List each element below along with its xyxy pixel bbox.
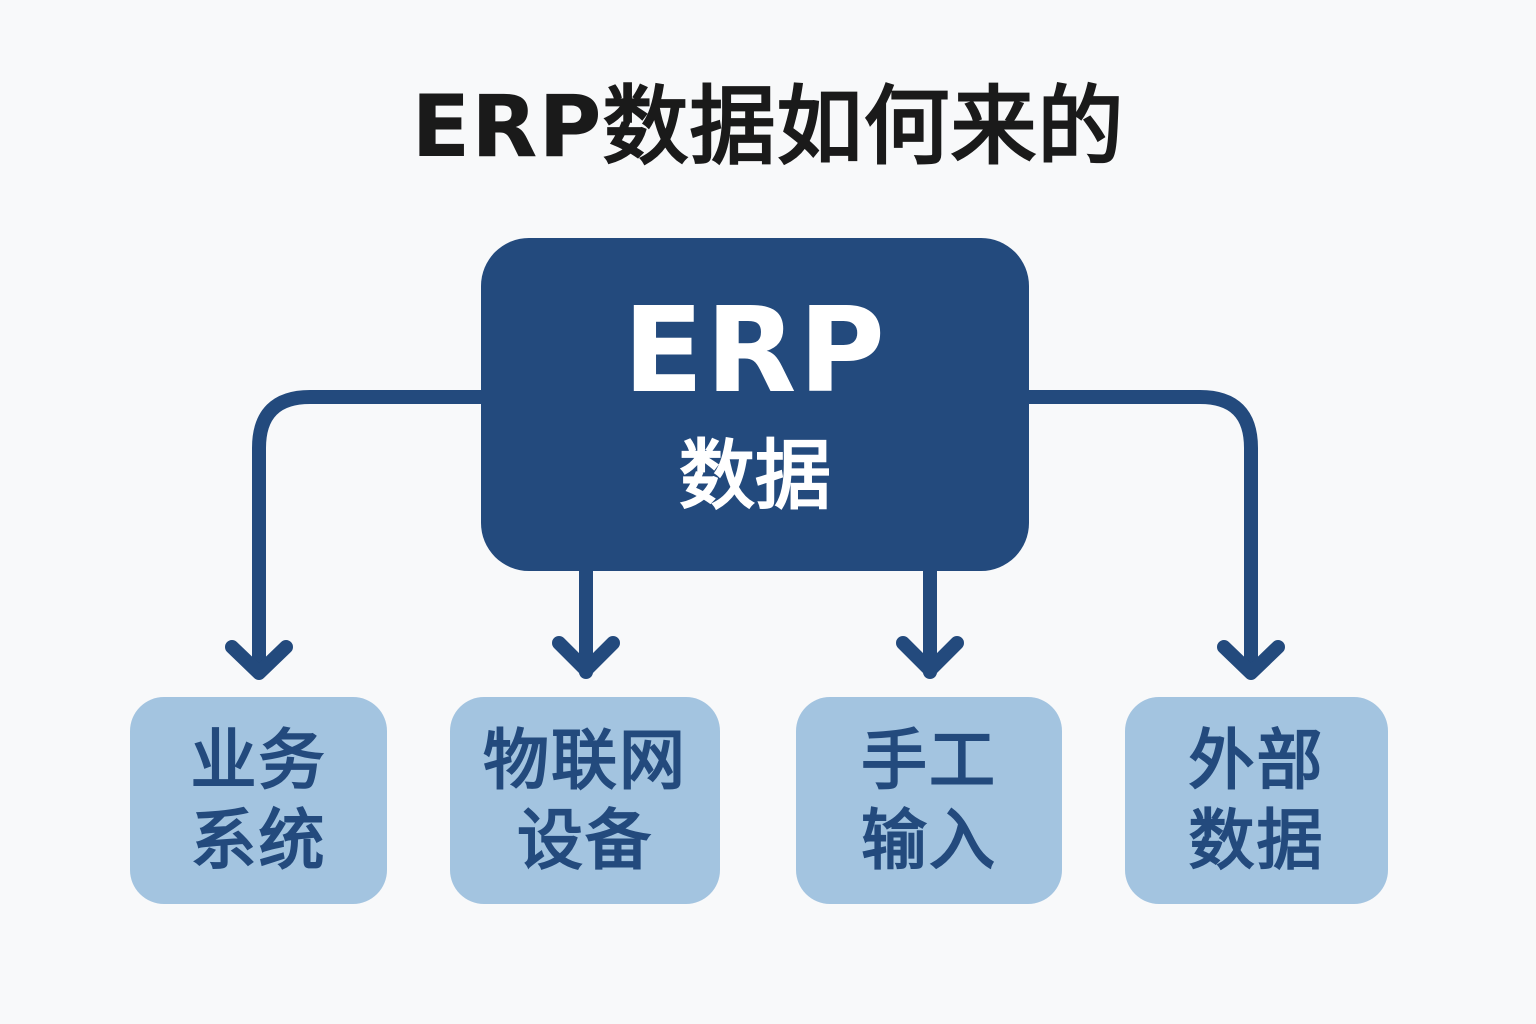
arrow-to-business-systems bbox=[252, 390, 488, 679]
source-node-manual-input: 手工 输入 bbox=[796, 697, 1062, 904]
source-label-line1: 手工 bbox=[861, 721, 997, 799]
source-label-line1: 外部 bbox=[1188, 721, 1325, 799]
erp-data-node: ERP 数据 bbox=[481, 238, 1029, 571]
arrowhead-business-systems bbox=[225, 640, 293, 680]
source-label-line1: 物联网 bbox=[483, 721, 687, 799]
erp-node-title: ERP bbox=[623, 281, 887, 419]
arrow-to-external-data bbox=[1022, 390, 1258, 679]
source-node-external-data: 外部 数据 bbox=[1125, 697, 1388, 904]
arrowhead-manual-input bbox=[896, 636, 964, 677]
source-node-business-systems: 业务 系统 bbox=[130, 697, 387, 904]
source-label-line2: 数据 bbox=[1188, 801, 1325, 879]
source-label-line2: 输入 bbox=[861, 801, 997, 879]
source-node-iot-devices: 物联网 设备 bbox=[450, 697, 720, 904]
source-label-line2: 系统 bbox=[190, 801, 327, 879]
source-label-line1: 业务 bbox=[190, 721, 327, 799]
arrowhead-iot-devices bbox=[552, 636, 620, 677]
arrowhead-external-data bbox=[1217, 640, 1285, 680]
page-title: ERP数据如何来的 bbox=[411, 77, 1125, 177]
erp-node-subtitle: 数据 bbox=[679, 431, 831, 520]
source-label-line2: 设备 bbox=[517, 801, 653, 879]
